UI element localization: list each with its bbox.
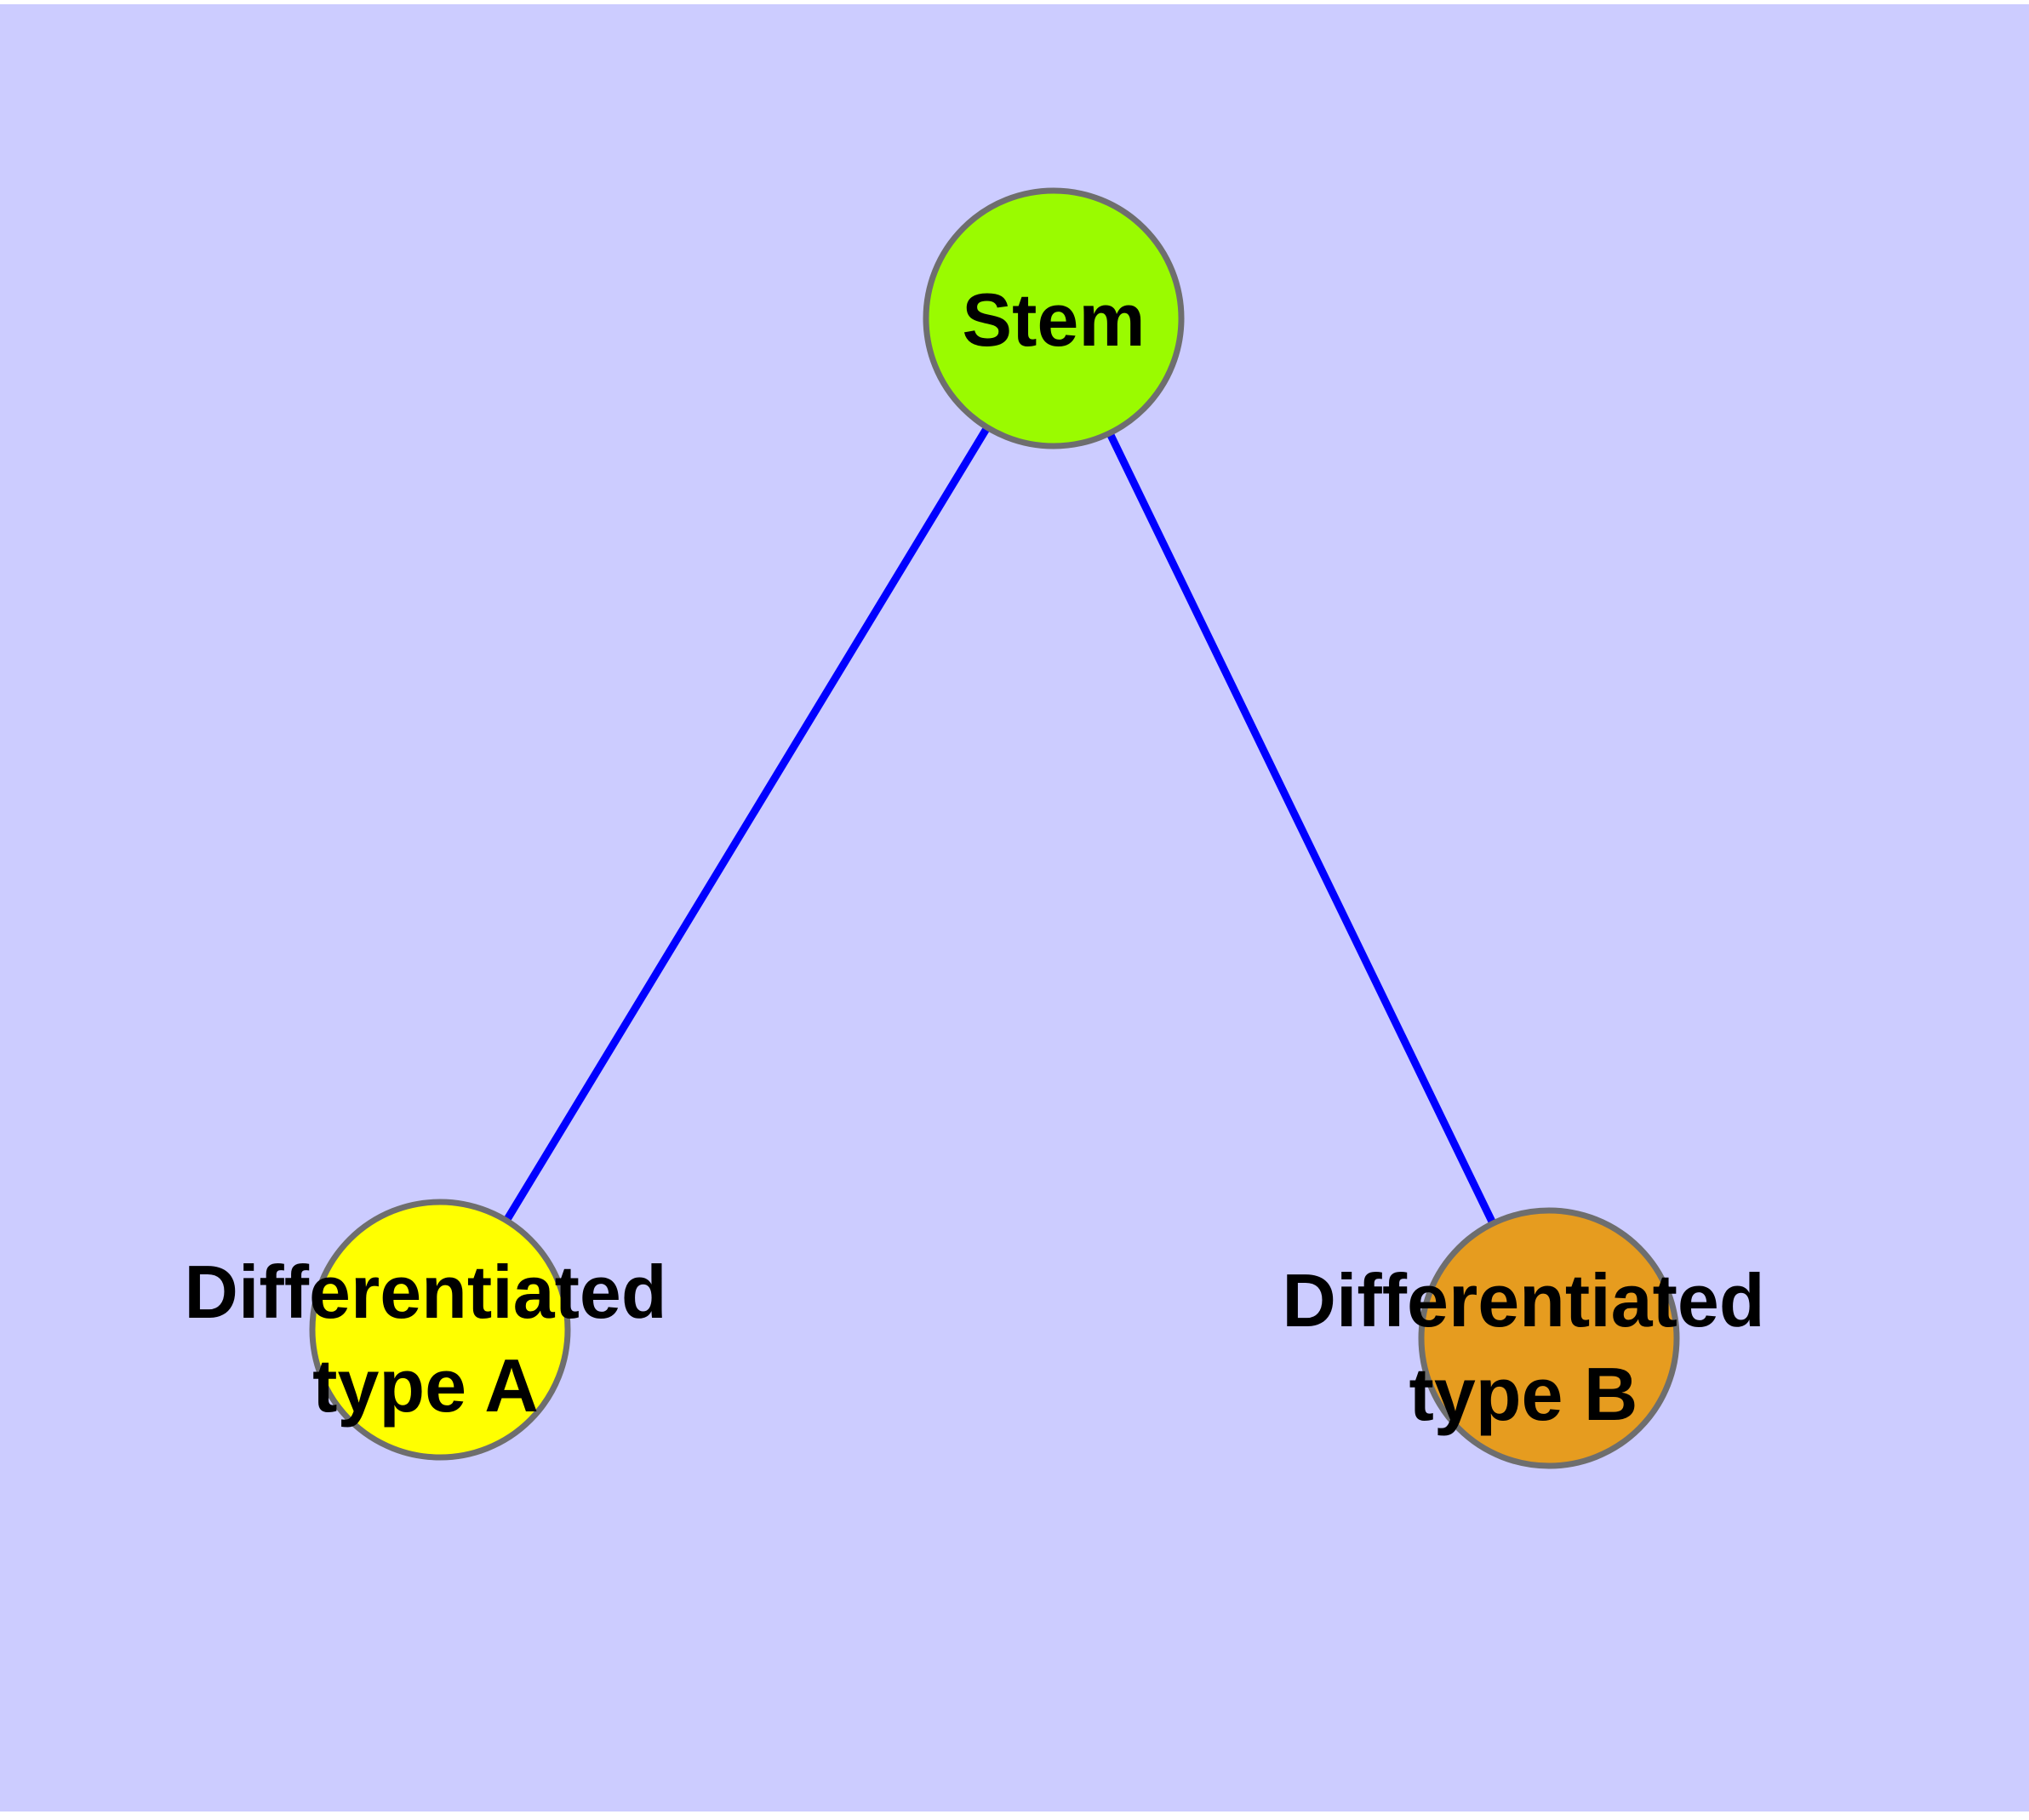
edge-stem-to-type-a [503, 425, 991, 1223]
node-type-a-label-line2: type A [312, 1343, 539, 1428]
node-type-b-label-line2: type B [1409, 1352, 1638, 1436]
node-differentiated-type-a[interactable] [309, 1199, 571, 1461]
node-differentiated-type-b[interactable] [1418, 1207, 1680, 1469]
node-type-b-label-line1: Differentiated [1282, 1258, 1764, 1342]
node-stem[interactable] [923, 187, 1185, 449]
node-stem-label: Stem [962, 278, 1145, 362]
edge-stem-to-type-b [1106, 432, 1497, 1225]
node-type-a-label-line1: Differentiated [184, 1250, 666, 1334]
